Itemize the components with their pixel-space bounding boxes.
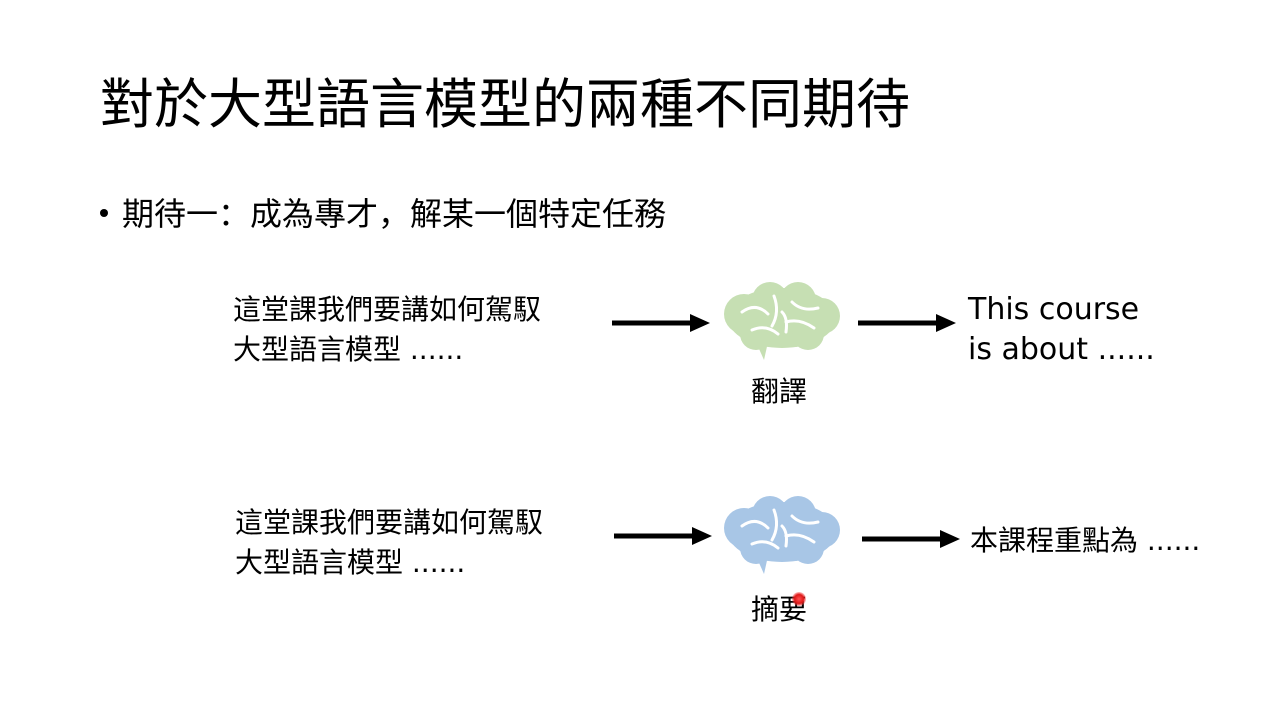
right-arrow-icon xyxy=(862,530,960,548)
row2-input-line2: 大型語言模型 ...... xyxy=(235,546,466,579)
row2-input-line1: 這堂課我們要講如何駕馭 xyxy=(235,506,544,539)
row1-input-line2: 大型語言模型 ...... xyxy=(233,333,464,366)
bullet-text: 期待一：成為專才，解某一個特定任務 xyxy=(122,195,667,233)
row1-input-text: 這堂課我們要講如何駕馭 大型語言模型 ...... xyxy=(233,290,541,370)
row1-output-line1: This course xyxy=(968,292,1140,327)
row1-output-text: This course is about ...... xyxy=(968,290,1155,370)
bullet-dot-icon xyxy=(100,209,108,217)
right-arrow-icon xyxy=(612,314,710,332)
brain-icon xyxy=(724,282,840,360)
row2-output-text: 本課程重點為 ...... xyxy=(970,524,1201,557)
row2-input-text: 這堂課我們要講如何駕馭 大型語言模型 ...... xyxy=(235,503,543,583)
brain-icon xyxy=(724,496,840,574)
right-arrow-icon xyxy=(614,527,712,545)
row1-input-line1: 這堂課我們要講如何駕馭 xyxy=(233,293,542,326)
slide-title: 對於大型語言模型的兩種不同期待 xyxy=(100,73,910,136)
right-arrow-icon xyxy=(858,314,956,332)
laser-pointer-dot xyxy=(792,592,806,606)
row1-task-label: 翻譯 xyxy=(751,375,808,408)
bullet-point: 期待一：成為專才，解某一個特定任務 xyxy=(100,192,666,236)
row1-output-line2: is about ...... xyxy=(968,332,1155,367)
